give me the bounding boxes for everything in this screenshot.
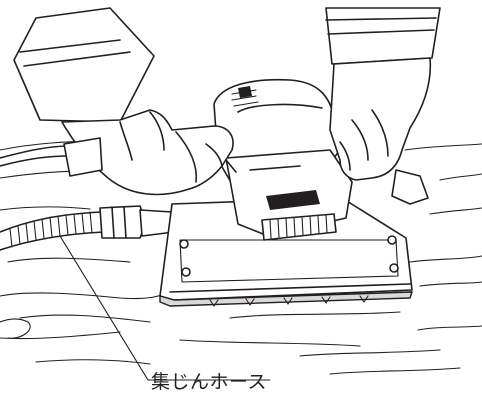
right-hand <box>325 7 441 205</box>
left-hand <box>13 7 234 196</box>
sander-body <box>213 78 353 241</box>
wood-grain <box>0 140 482 375</box>
dust-hose <box>0 205 175 251</box>
power-cord <box>0 145 71 167</box>
dust-hose-label: 集じんホース <box>151 371 268 393</box>
sander-base <box>159 197 413 307</box>
callout-leader <box>59 235 271 381</box>
